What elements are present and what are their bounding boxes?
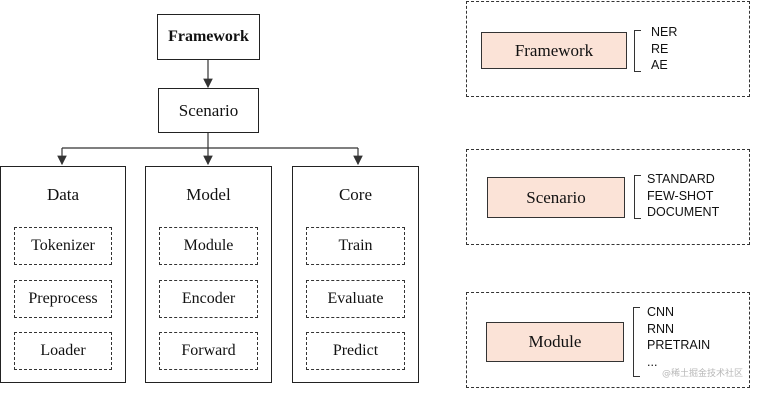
evaluate-item: Evaluate <box>306 280 405 318</box>
tokenizer-item: Tokenizer <box>14 227 112 265</box>
data-column: Data Tokenizer Preprocess Loader <box>0 166 126 383</box>
scenario-brace <box>634 175 641 219</box>
scenario-options: STANDARD FEW-SHOT DOCUMENT <box>647 171 719 221</box>
framework-brace <box>634 30 641 72</box>
framework-options: NER RE AE <box>651 24 677 74</box>
option-document: DOCUMENT <box>647 205 720 219</box>
predict-item: Predict <box>306 332 405 370</box>
scenario-node-label: Scenario <box>178 100 239 120</box>
module-panel: Module CNN RNN PRETRAIN ... <box>466 292 750 388</box>
train-item: Train <box>306 227 405 265</box>
option-rnn: RNN <box>647 321 675 336</box>
module-item: Module <box>159 227 258 265</box>
forward-item: Forward <box>159 332 258 370</box>
encoder-item: Encoder <box>159 280 258 318</box>
core-column: Core Train Evaluate Predict <box>292 166 419 383</box>
data-column-title: Data <box>46 185 80 204</box>
option-cnn: CNN <box>647 305 675 319</box>
model-column: Model Module Encoder Forward <box>145 166 272 383</box>
scenario-panel: Scenario STANDARD FEW-SHOT DOCUMENT <box>466 149 750 245</box>
option-pretrain: PRETRAIN <box>647 338 711 352</box>
watermark-text: @稀土掘金技术社区 <box>661 369 743 379</box>
module-brace <box>633 307 640 377</box>
framework-panel-box: Framework <box>481 32 627 69</box>
module-panel-box: Module <box>486 322 624 362</box>
preprocess-item: Preprocess <box>14 280 112 318</box>
model-column-title: Model <box>186 185 231 204</box>
option-ellipsis: ... <box>647 354 658 369</box>
scenario-node: Scenario <box>158 88 259 133</box>
option-ae: AE <box>651 58 668 72</box>
scenario-panel-box: Scenario <box>487 177 625 218</box>
module-options: CNN RNN PRETRAIN ... <box>647 304 710 370</box>
loader-item: Loader <box>14 332 112 370</box>
framework-node: Framework <box>157 14 260 60</box>
option-few-shot: FEW-SHOT <box>647 188 714 203</box>
core-column-title: Core <box>338 185 373 204</box>
option-standard: STANDARD <box>647 172 715 186</box>
option-re: RE <box>651 41 669 56</box>
framework-panel: Framework NER RE AE <box>466 1 750 97</box>
option-ner: NER <box>651 25 678 39</box>
framework-node-label: Framework <box>168 28 249 45</box>
